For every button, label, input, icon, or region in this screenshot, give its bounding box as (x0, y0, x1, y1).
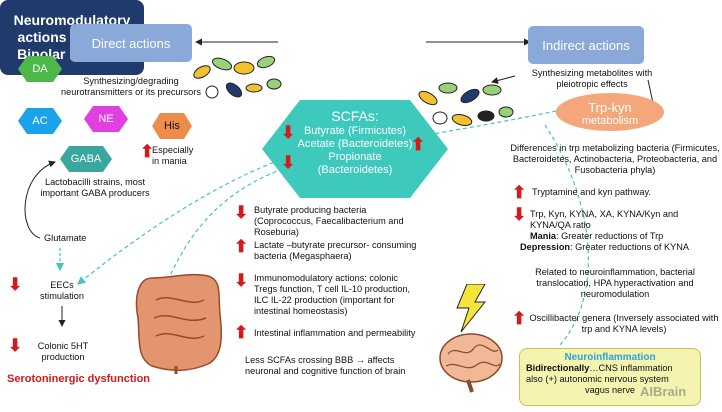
neuroinflammation-box: Neuroinflammation Bidirectionally…CNS in… (519, 348, 701, 406)
trp-kyn-ellipse (556, 93, 664, 131)
up-arrow-acetate: ⬆ (411, 135, 426, 154)
intestinal-text: Intestinal inflammation and permeability (254, 328, 416, 338)
down-arrow-butyrate: ⬇ (281, 123, 296, 142)
synthesizing-text: Synthesizing/degrading neurotransmitters… (61, 76, 201, 97)
depression-line: Depression: Greater reductions of KYNA (520, 242, 720, 253)
hexagon-his-label: His (164, 120, 180, 132)
up-arrow-tryptamine: ⬆ (512, 183, 527, 202)
neuro-bold: Bidirectionally (526, 363, 590, 373)
depression-label: Depression (520, 242, 571, 252)
scfa-acetate: Acetate (Bacteroidetes) (297, 138, 413, 150)
hexagon-gaba-label: GABA (70, 153, 102, 165)
up-arrow-intestinal: ⬆ (234, 323, 249, 342)
eecs-text: EECs stimulation (40, 280, 84, 301)
hexagon-ac-label: AC (32, 115, 48, 127)
brain-icon (439, 333, 503, 393)
scfa-propionate: Propionate (328, 151, 382, 163)
down-arrow-trp: ⬇ (512, 205, 527, 224)
lightning-icon (456, 284, 487, 332)
scfa-title: SCFAs: (331, 108, 379, 124)
gut-to-trp-dashed (159, 105, 572, 301)
down-arrow-butyrate-producing: ⬇ (234, 203, 249, 222)
depression-text: : Greater reductions of KYNA (570, 242, 690, 252)
trp-kyn-list-text: Trp, Kyn, KYNA, XA, KYNA/Kyn and KYNA/QA… (530, 209, 679, 230)
differences-text: Differences in trp metabolizing bacteria… (510, 143, 720, 175)
trp-kyn-line2: metabolism (581, 115, 639, 127)
less-scfas-text: Less SCFAs crossing BBB → affects neuron… (245, 355, 406, 376)
trp-kyn-line1: Trp-kyn (588, 100, 632, 115)
indirect-actions-box: Indirect actions (528, 26, 644, 64)
scfa-hexagon (262, 100, 448, 198)
synth-metabolites-text: Synthesizing metabolites with pleiotropi… (531, 68, 653, 89)
tryptamine-text: Tryptamine and kyn pathway. (532, 187, 651, 197)
scfa-propionate-2: (Bacteroidetes) (317, 164, 393, 176)
neuro-line-2: also (+) autonomic nervous system (526, 374, 669, 384)
down-arrow-propionate: ⬇ (281, 153, 296, 172)
down-arrow-eecs: ⬇ (8, 275, 23, 294)
hexagon-ne: NE (84, 106, 128, 132)
especially-mania-text: Especially in mania (152, 145, 194, 166)
glutamate-text: Glutamate (44, 233, 87, 243)
lactobacilli-text: Lactobacilli strains, most important GAB… (40, 177, 150, 198)
butyrate-producing-text: Butyrate producing bacteria (Coprococcus… (254, 205, 404, 237)
indirect-left-arrow (491, 75, 516, 84)
neuro-line-1: Bidirectionally…CNS inflammation (526, 363, 700, 374)
hexagon-ac: AC (18, 108, 62, 134)
neuro-line-3: vagus nerve (584, 385, 636, 395)
indirect-actions-label: Indirect actions (542, 37, 630, 53)
glutamate-loop-arrow (24, 160, 56, 239)
immuno-text: Immunomodulatory actions: colonic Tregs … (254, 273, 411, 316)
up-arrow-lactate: ⬆ (234, 237, 249, 256)
up-arrow-his: ⬆ (140, 142, 155, 161)
scfa-butyrate: Butyrate (Firmicutes) (303, 125, 407, 137)
direct-actions-label: Direct actions (91, 35, 171, 51)
hexagon-gaba: GABA (60, 146, 112, 172)
mania-line: Mania: Greater reductions of Trp (530, 231, 720, 242)
direct-actions-box: Direct actions (70, 24, 192, 62)
down-arrow-immuno: ⬇ (234, 271, 249, 290)
lactate-text: Lactate –butyrate precursor- consuming b… (254, 240, 417, 261)
mania-label: Mania (530, 231, 557, 241)
intestine-icon (135, 273, 223, 374)
brain-to-neuro-dashed (544, 124, 589, 346)
serotoninergic-text: Serotoninergic dysfunction (7, 373, 151, 385)
related-text: Related to neuroinflammation, bacterial … (535, 267, 695, 299)
bacteria-cluster-right-icon (418, 82, 514, 126)
hexagon-da-label: DA (32, 63, 48, 75)
trp-kyn-label: Trp-kyn metabolism (560, 100, 660, 127)
mania-text: : Greater reductions of Trp (556, 231, 664, 241)
oscillibacter-text: Oscillibacter genera (Inversely associat… (529, 313, 719, 334)
hexagon-da: DA (18, 56, 62, 82)
hexagon-ne-label: NE (98, 113, 114, 125)
colonic-5ht-text: Colonic 5HT production (37, 341, 89, 362)
neuroinflammation-title: Neuroinflammation (564, 352, 656, 363)
watermark: AIBrain (640, 384, 687, 399)
down-arrow-5ht: ⬇ (8, 336, 23, 355)
neuro-line1-text: …CNS inflammation (589, 363, 673, 373)
bacteria-cluster-left-icon (193, 55, 282, 99)
scfa-label: SCFAs: Butyrate (Firmicutes) Acetate (Ba… (270, 108, 440, 177)
hexagon-his: His (152, 113, 192, 139)
up-arrow-oscillibacter: ⬆ (512, 309, 527, 328)
